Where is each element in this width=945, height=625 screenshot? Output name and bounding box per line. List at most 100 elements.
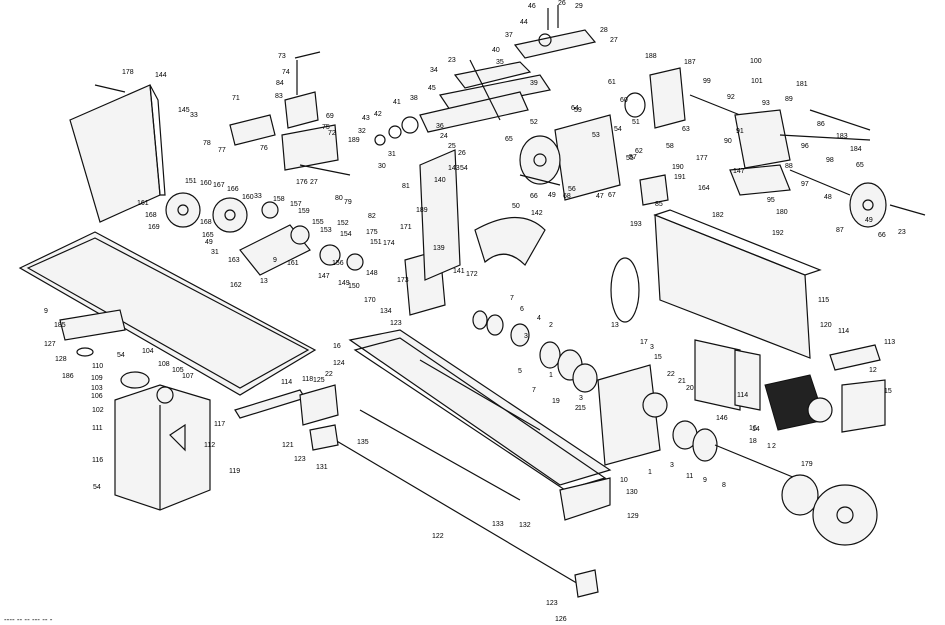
part-label-9: 9: [44, 308, 48, 315]
part-label-189: 189: [348, 137, 360, 144]
part-label-54: 54: [117, 352, 125, 359]
part-label-97: 97: [801, 181, 809, 188]
part-label-190: 190: [672, 164, 684, 171]
part-label-111: 111: [92, 425, 103, 432]
part-label-69: 69: [326, 113, 334, 120]
part-label-64: 64: [571, 105, 579, 112]
part-label-157: 157: [290, 201, 302, 208]
part-label-63: 63: [682, 126, 690, 133]
part-label-151: 151: [370, 239, 382, 246]
part-label-146: 146: [716, 415, 728, 422]
part-label-132: 132: [519, 522, 531, 529]
part-label-25: 25: [448, 143, 456, 150]
part-label-134: 134: [380, 308, 392, 315]
part-label-128: 128: [55, 356, 67, 363]
part-label-172: 172: [466, 271, 478, 278]
left-stand: [59, 309, 211, 511]
part-label-106: 106: [91, 393, 103, 400]
part-label-66: 66: [878, 232, 886, 239]
part-label-7: 7: [532, 387, 536, 394]
part-label-49: 49: [205, 239, 213, 246]
gear-cover: [69, 84, 166, 223]
part-label-10: 10: [620, 477, 628, 484]
part-label-29: 29: [575, 3, 583, 10]
part-label-30: 30: [378, 163, 386, 170]
part-label-54: 54: [460, 165, 468, 172]
part-label-147: 147: [733, 168, 745, 175]
part-label-112: 112: [204, 442, 215, 449]
part-label-11: 11: [686, 473, 693, 480]
part-label-120: 120: [820, 322, 832, 329]
part-label-182: 182: [712, 212, 724, 219]
part-label-71: 71: [232, 95, 240, 102]
part-label-131: 131: [316, 464, 328, 471]
part-label-2: 2: [575, 405, 579, 412]
part-label-56: 56: [568, 186, 576, 193]
part-label-37: 37: [505, 32, 513, 39]
part-label-23: 23: [448, 57, 456, 64]
part-label-60: 60: [620, 97, 628, 104]
part-label-58: 58: [666, 143, 674, 150]
part-label-62: 62: [635, 148, 643, 155]
part-label-6: 6: [520, 306, 524, 313]
part-label-189: 189: [416, 207, 428, 214]
part-label-83: 83: [275, 93, 283, 100]
part-label-176: 176: [296, 179, 308, 186]
part-label-26: 26: [458, 150, 466, 157]
part-label-45: 45: [428, 85, 436, 92]
part-label-123: 123: [294, 456, 306, 463]
footer-caption: ---- -- -- --- -- -: [4, 615, 53, 624]
part-label-1: 1: [767, 443, 771, 450]
part-label-170: 170: [364, 297, 376, 304]
part-label-124: 124: [333, 360, 345, 367]
part-label-144: 144: [155, 72, 167, 79]
part-label-151: 151: [185, 178, 197, 185]
part-label-148: 148: [366, 270, 378, 277]
part-label-103: 103: [91, 385, 103, 392]
part-label-76: 76: [260, 145, 268, 152]
part-label-41: 41: [393, 99, 401, 106]
part-label-75: 75: [322, 124, 330, 131]
part-label-101: 101: [751, 78, 763, 85]
part-label-158: 158: [273, 196, 285, 203]
part-label-107: 107: [182, 373, 194, 380]
part-label-53: 53: [592, 132, 600, 139]
part-label-18: 18: [749, 438, 757, 445]
part-label-3: 3: [524, 333, 528, 340]
part-label-92: 92: [727, 94, 735, 101]
part-label-93: 93: [762, 100, 770, 107]
part-label-147: 147: [318, 273, 330, 280]
spindle-chuck: [714, 444, 878, 546]
part-label-72: 72: [328, 130, 336, 137]
part-label-59: 59: [574, 107, 582, 114]
part-label-91: 91: [736, 128, 744, 135]
part-label-82: 82: [368, 213, 376, 220]
part-label-156: 156: [332, 260, 344, 267]
part-label-33: 33: [254, 193, 262, 200]
part-label-88: 88: [785, 163, 793, 170]
part-label-188: 188: [645, 53, 657, 60]
part-label-100: 100: [750, 58, 762, 65]
part-label-5: 5: [518, 368, 522, 375]
part-label-154: 154: [340, 231, 352, 238]
part-label-32: 32: [358, 128, 366, 135]
part-label-181: 181: [796, 81, 808, 88]
part-label-117: 117: [214, 421, 225, 428]
part-label-21: 21: [678, 378, 686, 385]
part-label-33: 33: [190, 112, 198, 119]
part-label-119: 119: [229, 468, 240, 475]
part-label-2: 2: [772, 443, 776, 450]
part-label-49: 49: [865, 217, 873, 224]
part-label-27: 27: [310, 179, 318, 186]
part-label-110: 110: [92, 363, 103, 370]
part-label-61: 61: [608, 79, 616, 86]
part-label-13: 13: [611, 322, 619, 329]
part-label-133: 133: [492, 521, 504, 528]
part-label-84: 84: [276, 80, 284, 87]
part-label-43: 43: [362, 115, 370, 122]
part-label-35: 35: [496, 59, 504, 66]
part-label-109: 109: [91, 375, 103, 382]
part-label-68: 68: [563, 193, 571, 200]
part-label-50: 50: [512, 203, 520, 210]
